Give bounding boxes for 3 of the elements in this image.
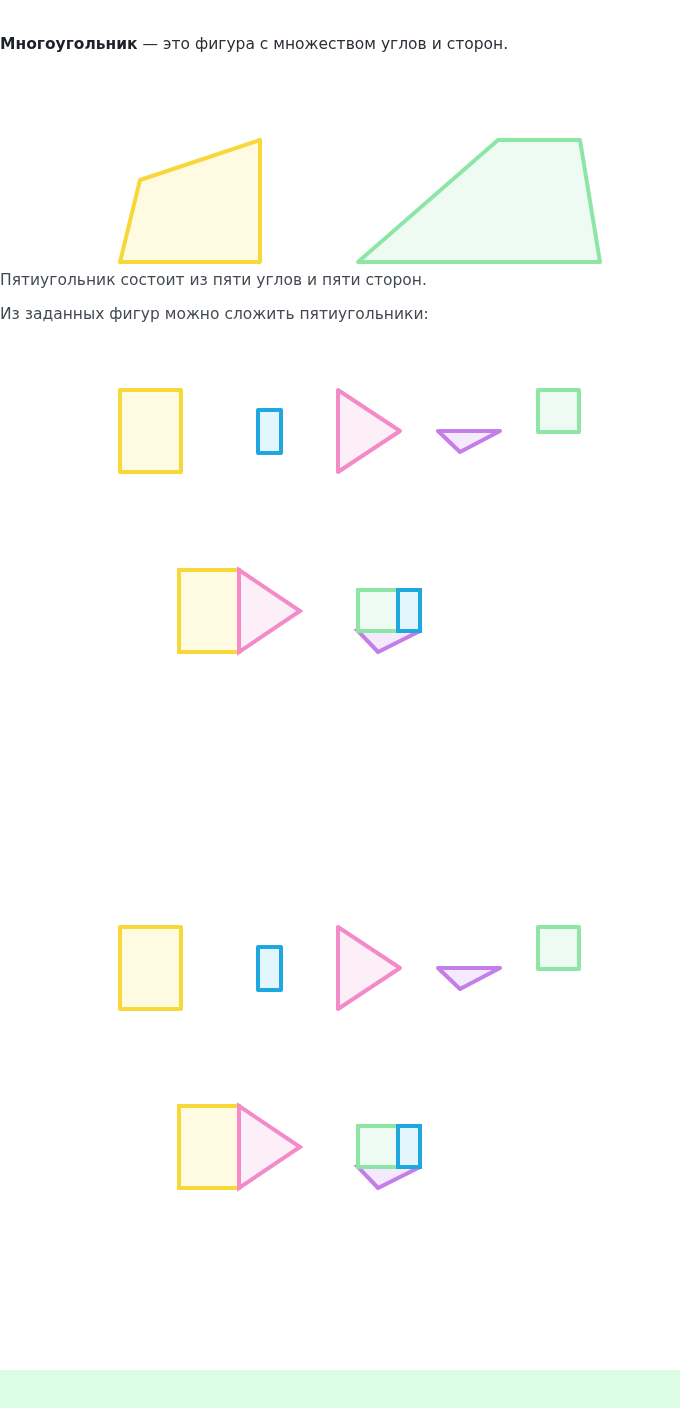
text-line: Из заданных фигур можно сложить пятиугольники: (0, 304, 430, 324)
text-line: Пятиугольник состоит из пяти углов и пяти сторон. (0, 270, 428, 290)
text-line: Многоугольник — это фигура с множеством углов и сторон. (0, 34, 510, 54)
